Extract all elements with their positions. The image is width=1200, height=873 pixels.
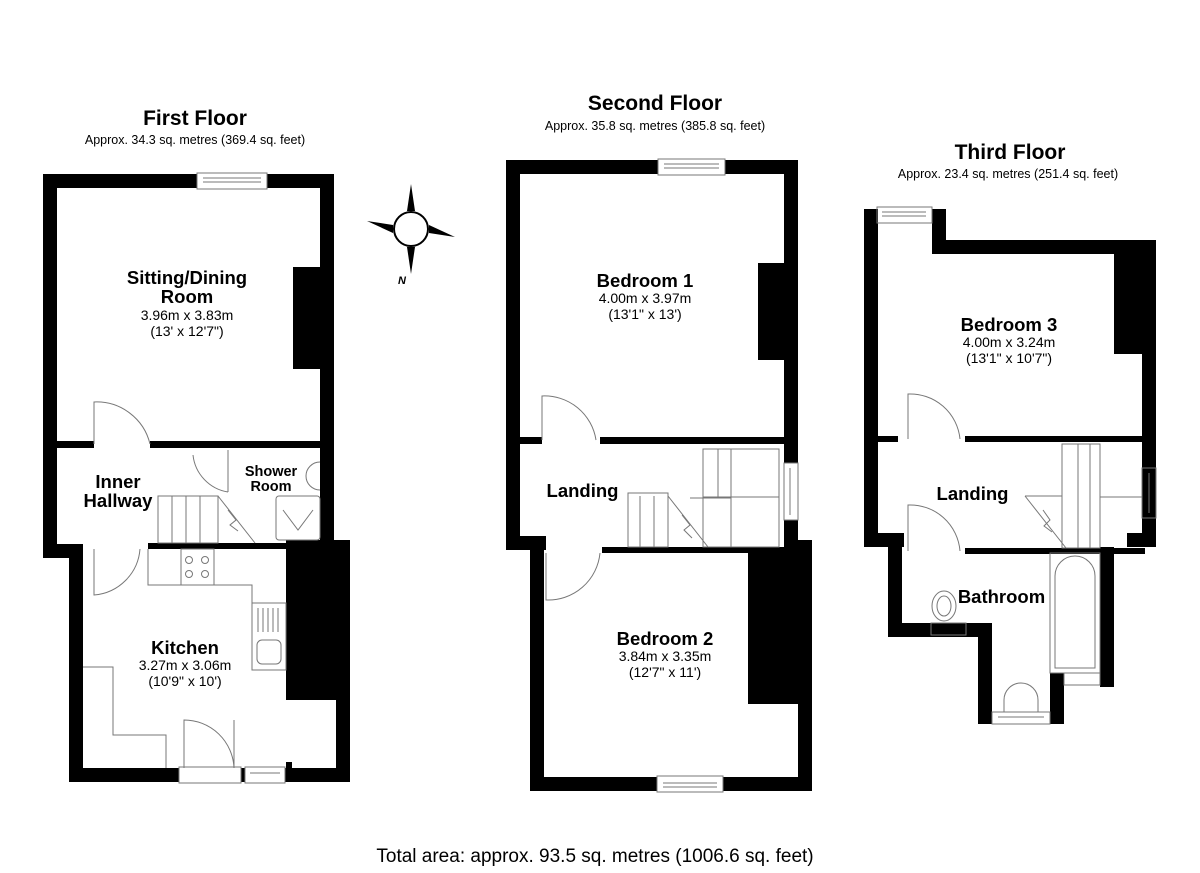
room-name: Bedroom 1 bbox=[596, 270, 694, 291]
room-name: Bedroom 3 bbox=[960, 314, 1058, 335]
room-dimensions-metric: 4.00m x 3.97m bbox=[598, 290, 692, 307]
room-bedroom-3: Bedroom 3 4.00m x 3.24m (13'1" x 10'7") bbox=[934, 314, 1084, 367]
floor-title-first: First Floor bbox=[143, 107, 247, 130]
room-name: Kitchen bbox=[151, 637, 219, 658]
third-floor-walls bbox=[864, 209, 1156, 724]
room-shower-room: Shower Room bbox=[236, 464, 306, 496]
staircase-icon bbox=[157, 443, 1142, 549]
room-name: Room bbox=[160, 286, 214, 308]
room-dimensions-metric: 3.96m x 3.83m bbox=[140, 306, 234, 323]
first-floor-walls bbox=[43, 174, 350, 782]
room-dimensions-imperial: (13'1" x 10'7") bbox=[965, 350, 1053, 367]
compass-north-label: N bbox=[398, 275, 406, 287]
room-dimensions-metric: 3.84m x 3.35m bbox=[618, 648, 712, 665]
room-dimensions-imperial: (13' x 12'7") bbox=[150, 322, 224, 339]
room-name: Sitting/Dining bbox=[126, 267, 248, 288]
room-name: Bathroom bbox=[957, 586, 1046, 607]
window-icon bbox=[178, 158, 1157, 793]
kitchen-units-icon bbox=[83, 548, 287, 768]
floor-title-second: Second Floor bbox=[587, 92, 723, 115]
total-area: Total area: approx. 93.5 sq. metres (100… bbox=[376, 846, 814, 867]
room-bedroom-2: Bedroom 2 3.84m x 3.35m (12'7" x 11') bbox=[590, 628, 740, 681]
room-dimensions-metric: 4.00m x 3.24m bbox=[962, 334, 1056, 351]
room-landing-second: Landing bbox=[535, 480, 630, 501]
floor-title-third: Third Floor bbox=[954, 141, 1066, 164]
room-landing-third: Landing bbox=[925, 483, 1020, 504]
room-dimensions-imperial: (10'9" x 10') bbox=[148, 673, 222, 690]
room-name: Hallway bbox=[83, 490, 153, 512]
room-name: Landing bbox=[936, 483, 1009, 504]
room-name: Bedroom 2 bbox=[616, 628, 714, 649]
room-bathroom: Bathroom bbox=[944, 586, 1059, 607]
compass-rose-icon bbox=[367, 184, 455, 274]
room-name: Room bbox=[250, 479, 292, 496]
door-icon bbox=[93, 393, 961, 769]
room-name: Landing bbox=[546, 480, 619, 501]
floor-area-first: Approx. 34.3 sq. metres (369.4 sq. feet) bbox=[84, 133, 306, 147]
floor-area-second: Approx. 35.8 sq. metres (385.8 sq. feet) bbox=[544, 119, 766, 133]
room-name: Shower bbox=[244, 464, 298, 480]
room-inner-hallway: Inner Hallway bbox=[68, 472, 168, 511]
room-dimensions-imperial: (13'1" x 13') bbox=[608, 306, 682, 323]
room-sitting-dining: Sitting/Dining Room 3.96m x 3.83m (13' x… bbox=[97, 268, 277, 339]
floor-area-third: Approx. 23.4 sq. metres (251.4 sq. feet) bbox=[897, 167, 1119, 181]
room-dimensions-imperial: (12'7" x 11') bbox=[628, 664, 702, 681]
room-dimensions-metric: 3.27m x 3.06m bbox=[138, 657, 232, 674]
bathroom-fixtures-icon bbox=[275, 461, 1101, 712]
room-kitchen: Kitchen 3.27m x 3.06m (10'9" x 10') bbox=[110, 637, 260, 690]
second-floor-walls bbox=[506, 160, 812, 791]
room-bedroom-1: Bedroom 1 4.00m x 3.97m (13'1" x 13') bbox=[570, 270, 720, 323]
room-name: Inner bbox=[95, 471, 141, 492]
